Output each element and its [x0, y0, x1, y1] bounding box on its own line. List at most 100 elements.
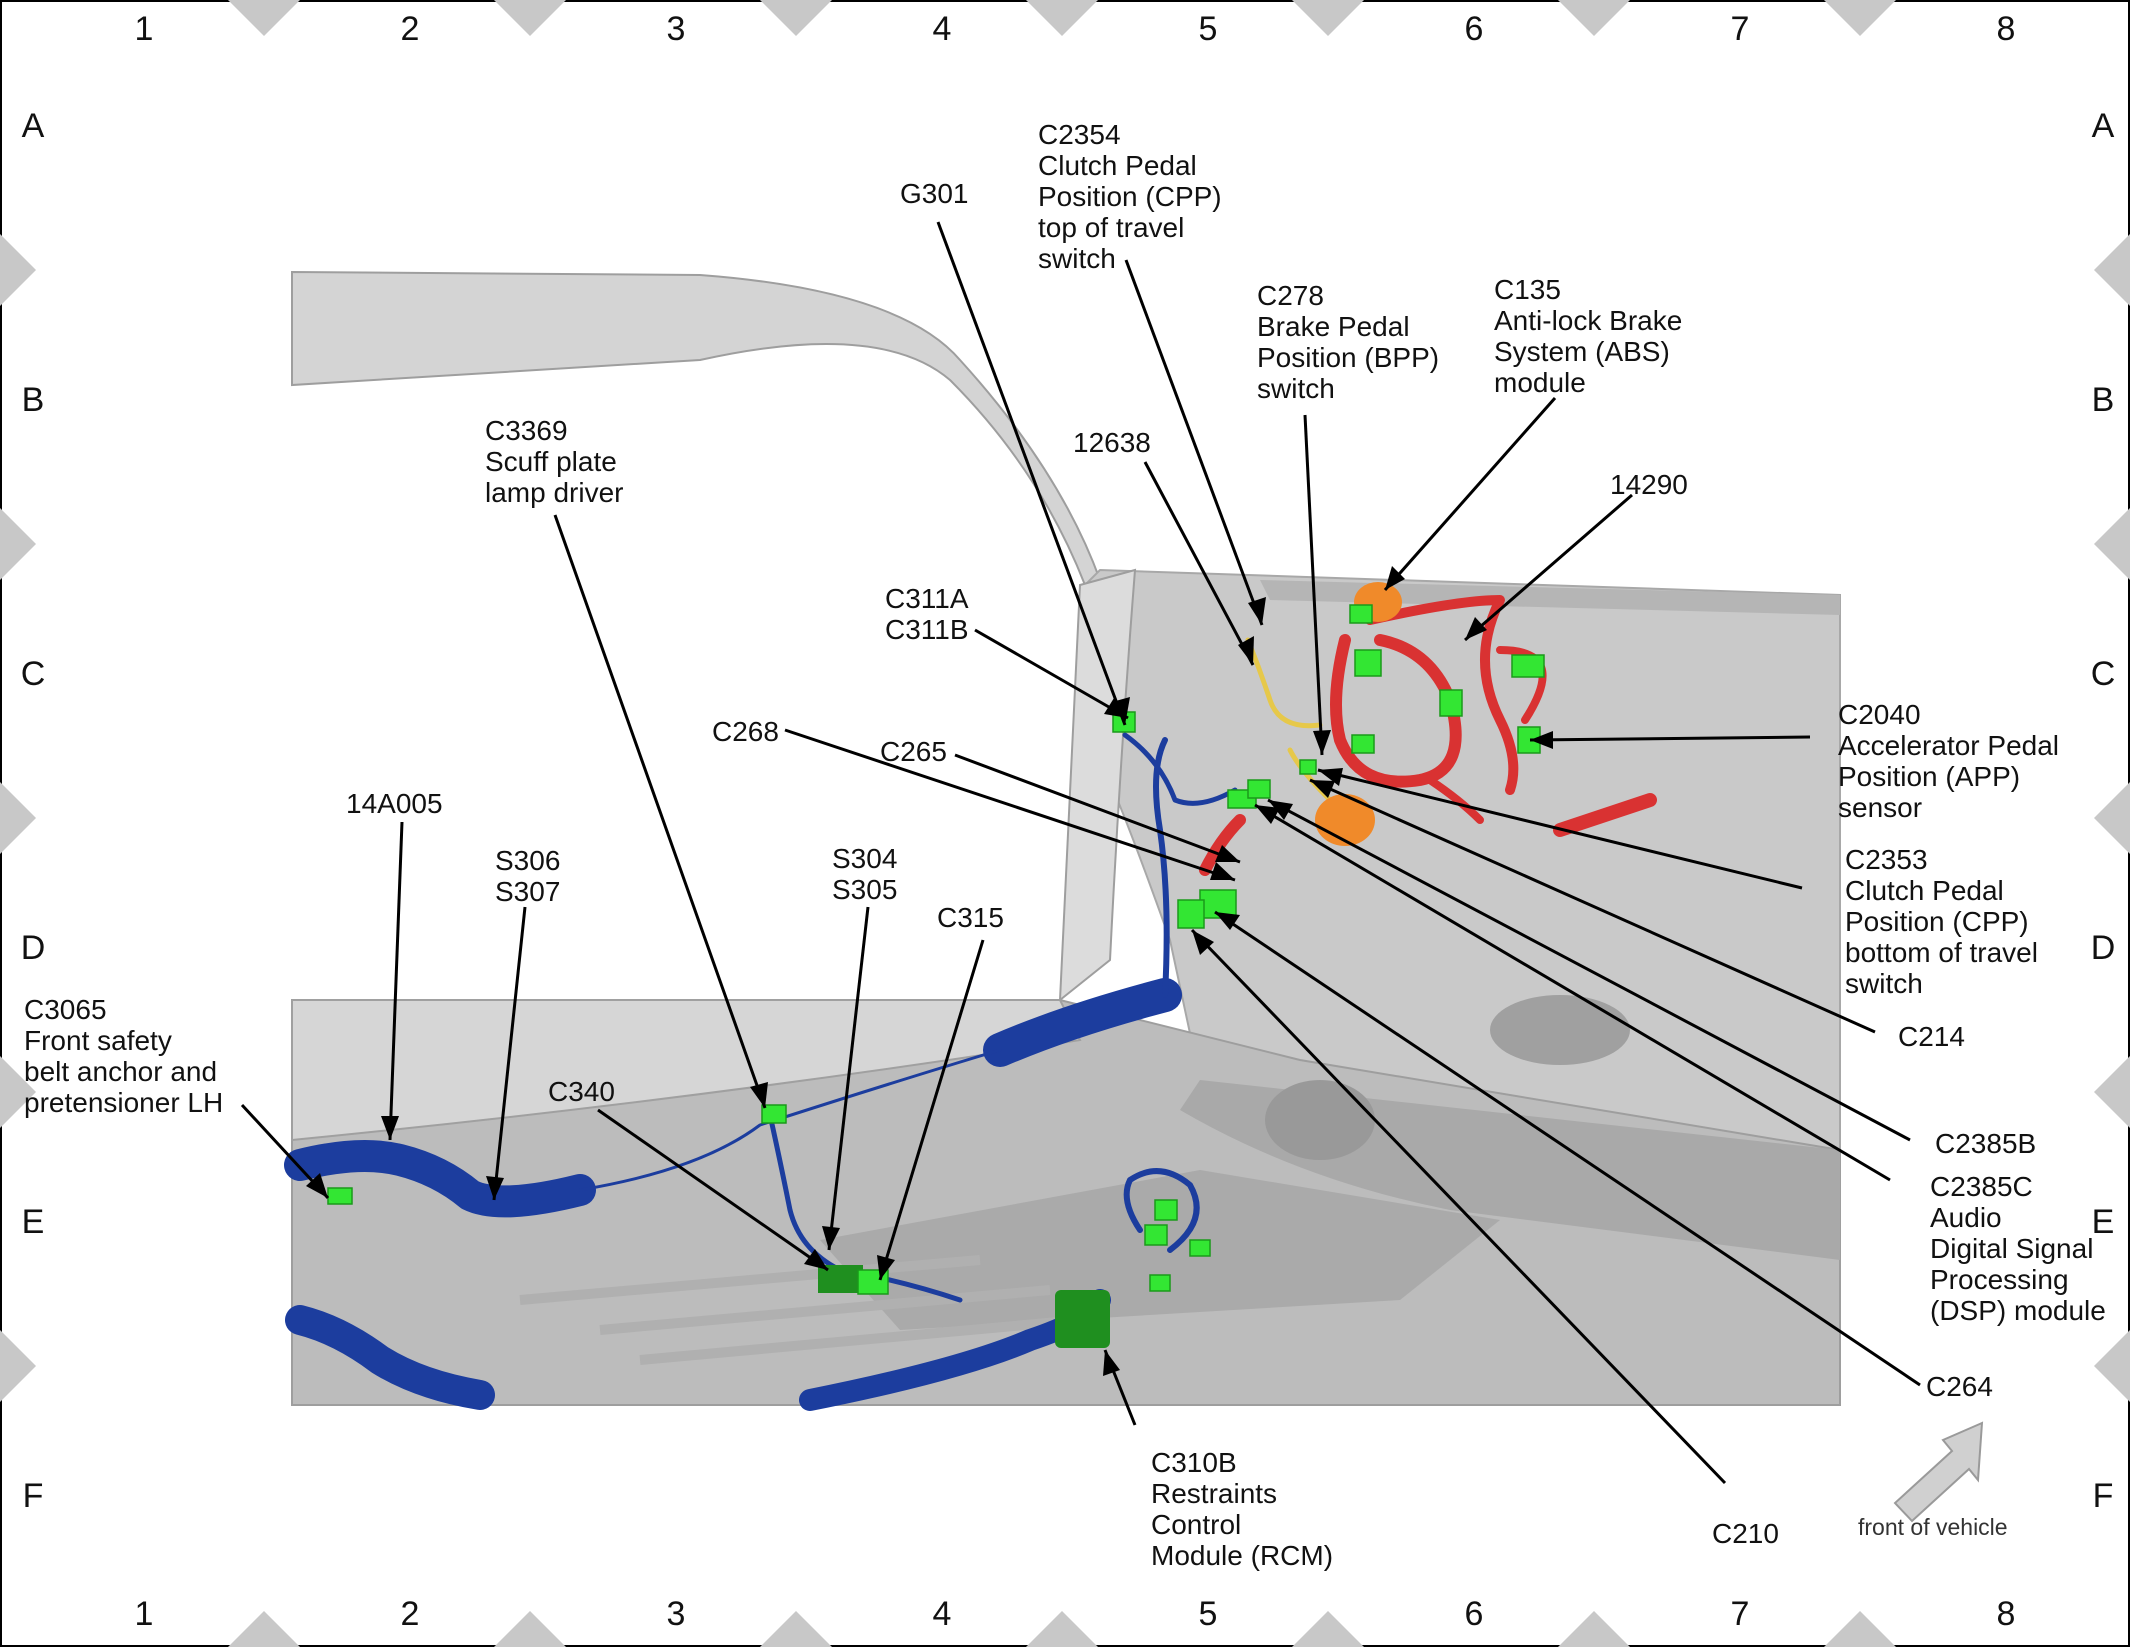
callout-text: Position (CPP) — [1038, 181, 1222, 212]
callout-text: Brake Pedal — [1257, 311, 1410, 342]
grid-column-label: 1 — [135, 10, 154, 48]
grid-marker-bottom — [1292, 1611, 1364, 1647]
grid-column-label: 5 — [1199, 10, 1218, 48]
grid-marker-bottom — [760, 1611, 832, 1647]
callout-text: Position (BPP) — [1257, 342, 1439, 373]
callout-text: C268 — [712, 716, 779, 747]
callout-text: Position (APP) — [1838, 761, 2020, 792]
grid-marker-right — [2094, 1330, 2130, 1402]
callout-text: belt anchor and — [24, 1056, 217, 1087]
grid-column-label: 8 — [1997, 1595, 2016, 1633]
callout-text: S306 — [495, 845, 560, 876]
callout-c268: C268 — [712, 716, 779, 747]
callout-text: bottom of travel — [1845, 937, 2038, 968]
callout-c3065: C3065 Front safety belt anchor and prete… — [24, 994, 223, 1118]
grid-marker-right — [2094, 1056, 2130, 1128]
callout-text: Clutch Pedal — [1038, 150, 1197, 181]
callout-c340: C340 — [548, 1076, 615, 1107]
front-arrow-icon — [1893, 1421, 1984, 1523]
callout-text: 14290 — [1610, 469, 1688, 500]
grid-row-label: A — [2092, 107, 2115, 145]
callout-c210: C210 — [1712, 1518, 1779, 1549]
grid-column-label: 3 — [667, 10, 686, 48]
booster-icon — [1315, 794, 1375, 846]
grid-column-label: 7 — [1731, 1595, 1750, 1633]
callout-text: Clutch Pedal — [1845, 875, 2004, 906]
front-of-vehicle-label: front of vehicle — [1858, 1514, 2008, 1540]
grid-column-label: 4 — [933, 1595, 952, 1633]
callout-text: C2385B — [1935, 1128, 2036, 1159]
grid-column-label: 4 — [933, 10, 952, 48]
grid-marker-top — [1824, 0, 1896, 36]
grid-column-label: 8 — [1997, 10, 2016, 48]
connectors — [327, 604, 1545, 1295]
grid-column-label: 7 — [1731, 10, 1750, 48]
grid-marker-left — [0, 1330, 36, 1402]
dash-wiring-harness — [1199, 595, 1657, 876]
rcm-module-icon — [1055, 1290, 1110, 1348]
grid-row-label: E — [22, 1203, 45, 1241]
callout-text: module — [1494, 367, 1586, 398]
grid-marker-bottom — [1558, 1611, 1630, 1647]
callout-text: G301 — [900, 178, 969, 209]
callout-c2040: C2040 Accelerator Pedal Position (APP) s… — [1838, 699, 2059, 823]
grid-marker-top — [1026, 0, 1098, 36]
grid-column-label: 2 — [401, 10, 420, 48]
callout-s304: S304 S305 — [832, 843, 897, 905]
callout-text: C310B — [1151, 1447, 1237, 1478]
callout-text: C278 — [1257, 280, 1324, 311]
grid-column-labels-top: 1 2 3 4 5 6 7 8 — [135, 10, 2016, 48]
callout-c264: C264 — [1926, 1371, 1993, 1402]
callout-text: 14A005 — [346, 788, 443, 819]
callout-text: Front safety — [24, 1025, 172, 1056]
callout-c2354: C2354 Clutch Pedal Position (CPP) top of… — [1038, 119, 1222, 274]
grid-marker-top — [228, 0, 300, 36]
callout-text: C210 — [1712, 1518, 1779, 1549]
callout-c214: C214 — [1898, 1021, 1965, 1052]
callout-text: C214 — [1898, 1021, 1965, 1052]
callout-text: S305 — [832, 874, 897, 905]
callout-text: C135 — [1494, 274, 1561, 305]
grid-marker-left — [0, 1056, 36, 1128]
grid-row-label: B — [22, 381, 45, 419]
callout-c278: C278 Brake Pedal Position (BPP) switch — [1257, 280, 1439, 404]
callout-c311: C311A C311B — [885, 583, 969, 645]
grid-row-label: C — [2091, 655, 2116, 693]
callout-c2353: C2353 Clutch Pedal Position (CPP) bottom… — [1845, 844, 2038, 999]
callout-text: (DSP) module — [1930, 1295, 2106, 1326]
callout-text: Control — [1151, 1509, 1241, 1540]
grid-marker-left — [0, 782, 36, 854]
vehicle-body-illustration — [291, 270, 1841, 1406]
grid-marker-bottom — [494, 1611, 566, 1647]
callout-c3369: C3369 Scuff plate lamp driver — [485, 415, 623, 508]
grid-marker-right — [2094, 234, 2130, 306]
grid-row-label: B — [2092, 381, 2115, 419]
callout-text: C340 — [548, 1076, 615, 1107]
grid-marker-top — [1558, 0, 1630, 36]
grid-row-labels-right: A B C D E F — [2091, 107, 2116, 1515]
front-of-vehicle-indicator: front of vehicle — [1858, 1421, 2008, 1540]
callout-c2385c: C2385C Audio Digital Signal Processing (… — [1930, 1171, 2106, 1326]
callout-text: Digital Signal — [1930, 1233, 2093, 1264]
grid-column-label: 2 — [401, 1595, 420, 1633]
callout-text: pretensioner LH — [24, 1087, 223, 1118]
callout-text: C2354 — [1038, 119, 1121, 150]
callout-text: Position (CPP) — [1845, 906, 2029, 937]
grid-row-label: C — [21, 655, 46, 693]
grid-column-label: 5 — [1199, 1595, 1218, 1633]
leader-arrowheads — [306, 566, 1553, 1376]
callout-text: Processing — [1930, 1264, 2069, 1295]
grid-marker-top — [494, 0, 566, 36]
leader-lines — [240, 221, 1921, 1485]
callout-s306: S306 S307 — [495, 845, 560, 907]
grid-marker-bottom — [228, 1611, 300, 1647]
callout-text: top of travel — [1038, 212, 1184, 243]
callout-g301: G301 — [900, 178, 969, 209]
grid-column-label: 3 — [667, 1595, 686, 1633]
callout-14290: 14290 — [1610, 469, 1688, 500]
callout-text: switch — [1038, 243, 1116, 274]
grid-marker-top — [760, 0, 832, 36]
callout-text: switch — [1257, 373, 1335, 404]
callout-c135: C135 Anti-lock Brake System (ABS) module — [1494, 274, 1682, 398]
